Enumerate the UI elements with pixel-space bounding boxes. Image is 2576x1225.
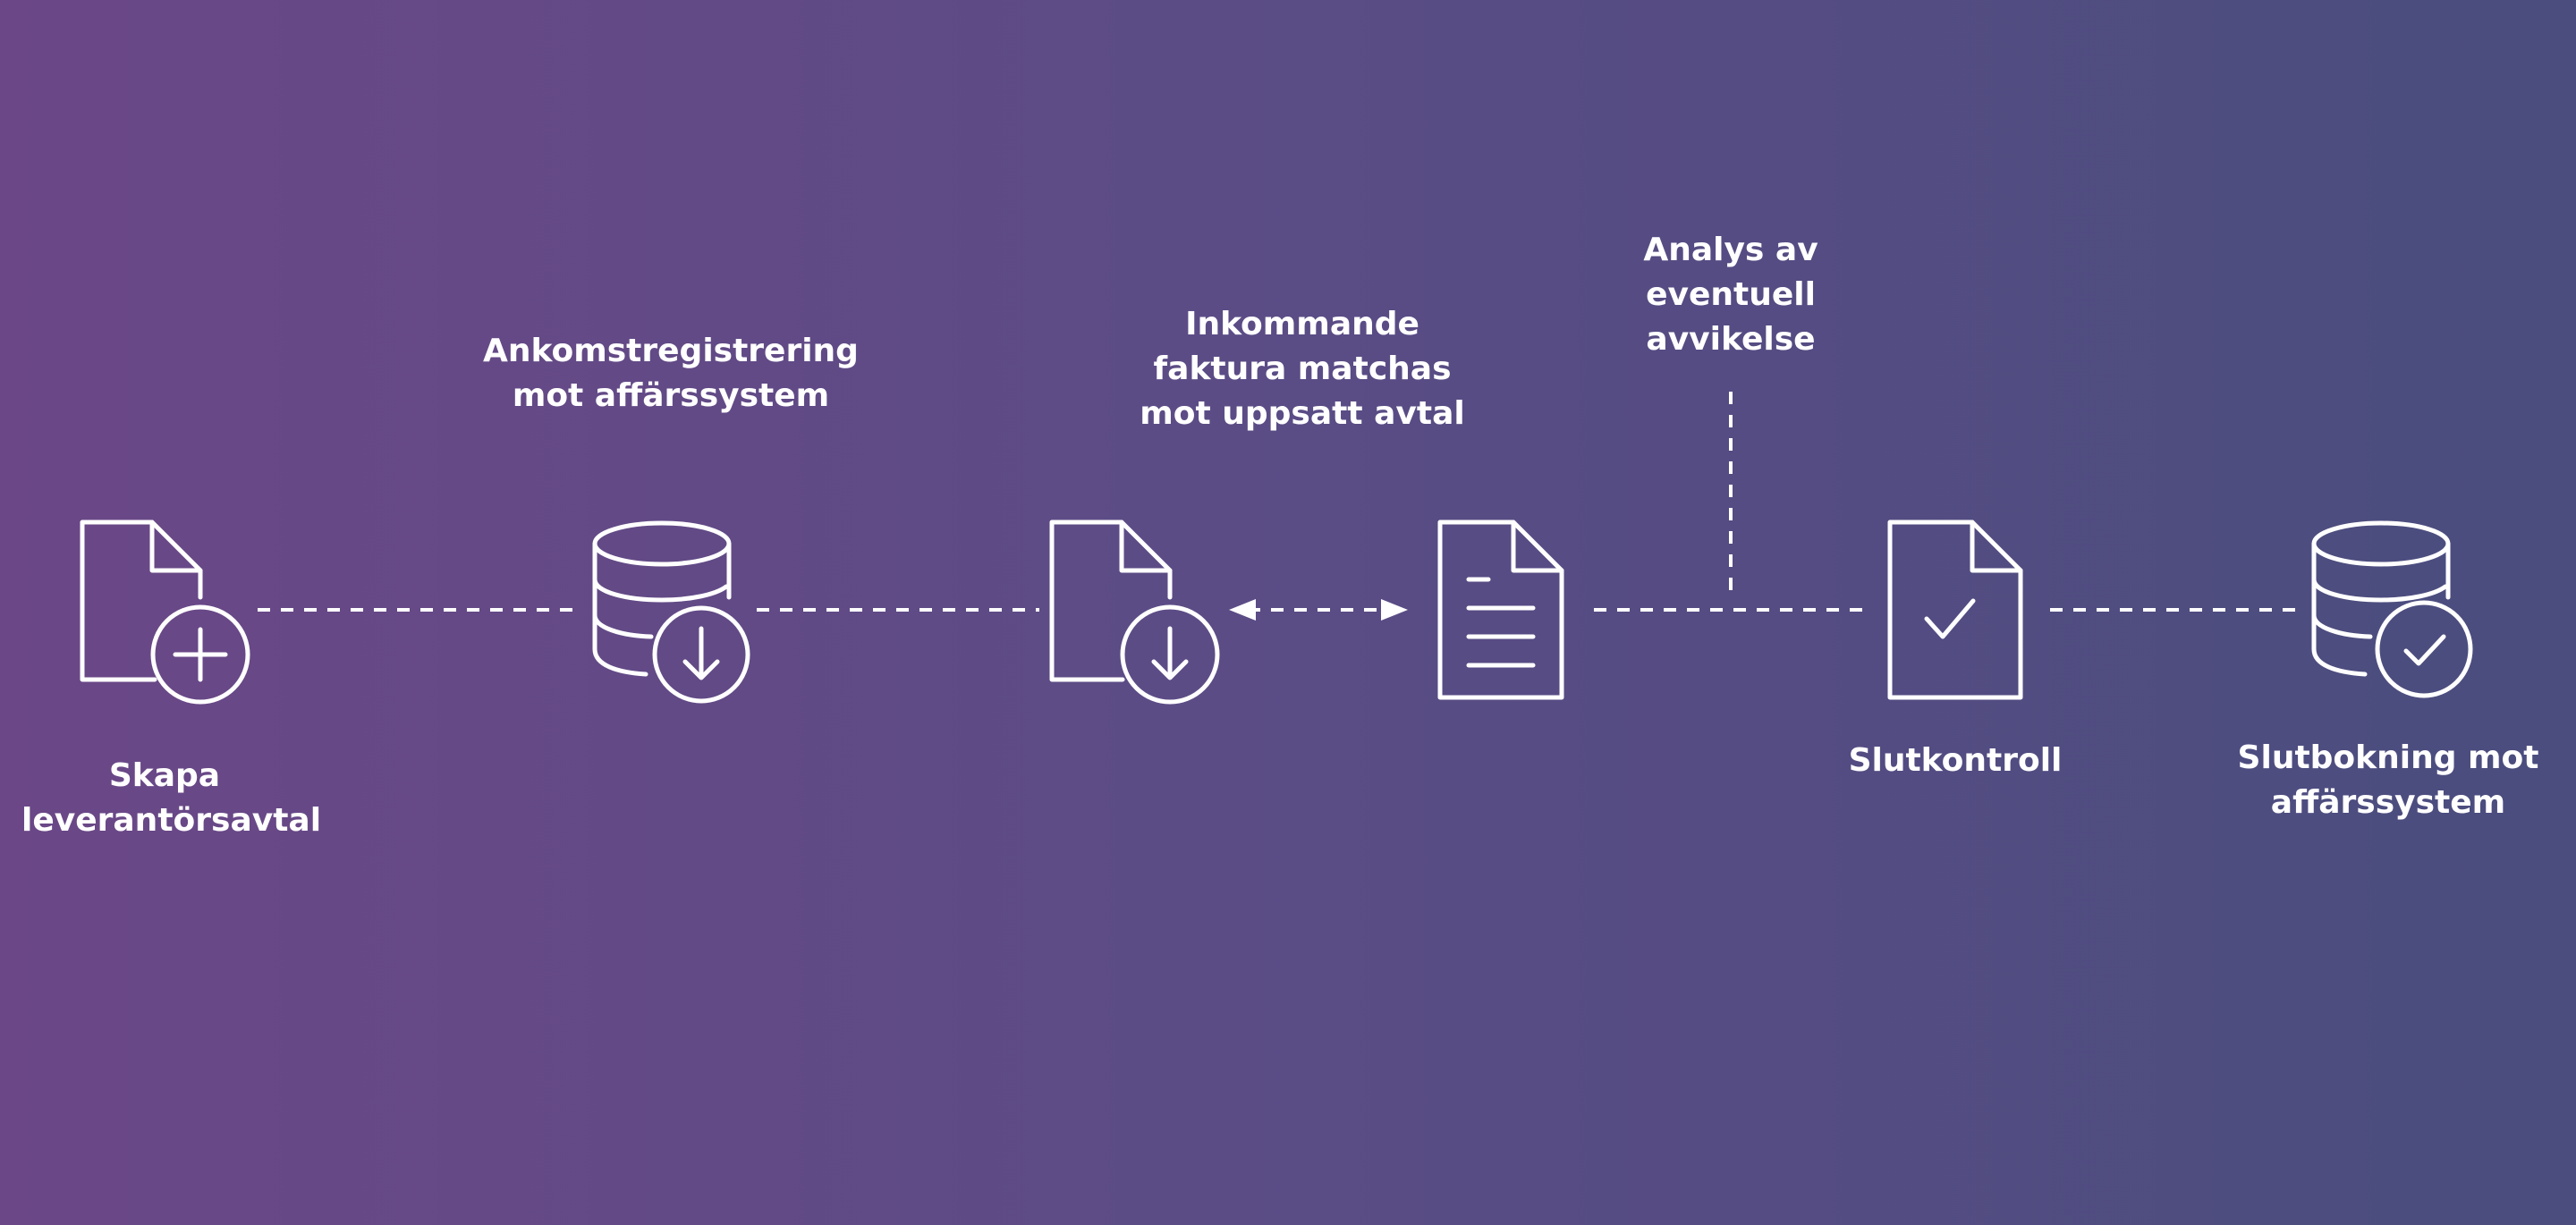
label-slutbokning: Slutbokning mot affärssystem: [2227, 736, 2549, 825]
label-slutkontroll: Slutkontroll: [1821, 739, 2089, 783]
database-check-icon: [2311, 520, 2473, 698]
arrowhead-right-icon: [1381, 599, 1408, 621]
label-analys-line-1: Analys av: [1643, 232, 1818, 268]
label-slutbokning-line-2: affärssystem: [2270, 784, 2506, 821]
label-ankomst: Ankomstregistrering mot affärssystem: [483, 329, 859, 418]
label-analys-line-2: eventuell: [1646, 276, 1816, 313]
database-download-icon: [592, 520, 750, 704]
document-lines-icon: [1437, 520, 1564, 700]
label-slutkontroll-line-1: Slutkontroll: [1848, 742, 2063, 779]
document-add-icon: [80, 520, 250, 705]
label-ankomst-line-2: mot affärssystem: [512, 377, 830, 414]
arrowhead-left-icon: [1229, 599, 1256, 621]
label-inkommande-line-2: faktura matchas: [1153, 351, 1452, 387]
label-skapa-line-2: leverantörsavtal: [21, 802, 322, 839]
document-check-icon: [1887, 520, 2023, 700]
label-analys-line-3: avvikelse: [1646, 321, 1816, 358]
document-download-icon: [1049, 520, 1220, 705]
label-inkommande: Inkommande faktura matchas mot uppsatt a…: [1132, 302, 1472, 436]
label-skapa-line-1: Skapa: [108, 757, 221, 794]
label-slutbokning-line-1: Slutbokning mot: [2237, 739, 2539, 776]
label-inkommande-line-1: Inkommande: [1185, 306, 1419, 342]
connectors: [258, 392, 2301, 612]
label-analys: Analys av eventuell avvikelse: [1597, 228, 1865, 362]
label-ankomst-line-1: Ankomstregistrering: [483, 333, 859, 369]
label-skapa: Skapa leverantörsavtal: [21, 754, 322, 843]
label-inkommande-line-3: mot uppsatt avtal: [1140, 395, 1465, 432]
